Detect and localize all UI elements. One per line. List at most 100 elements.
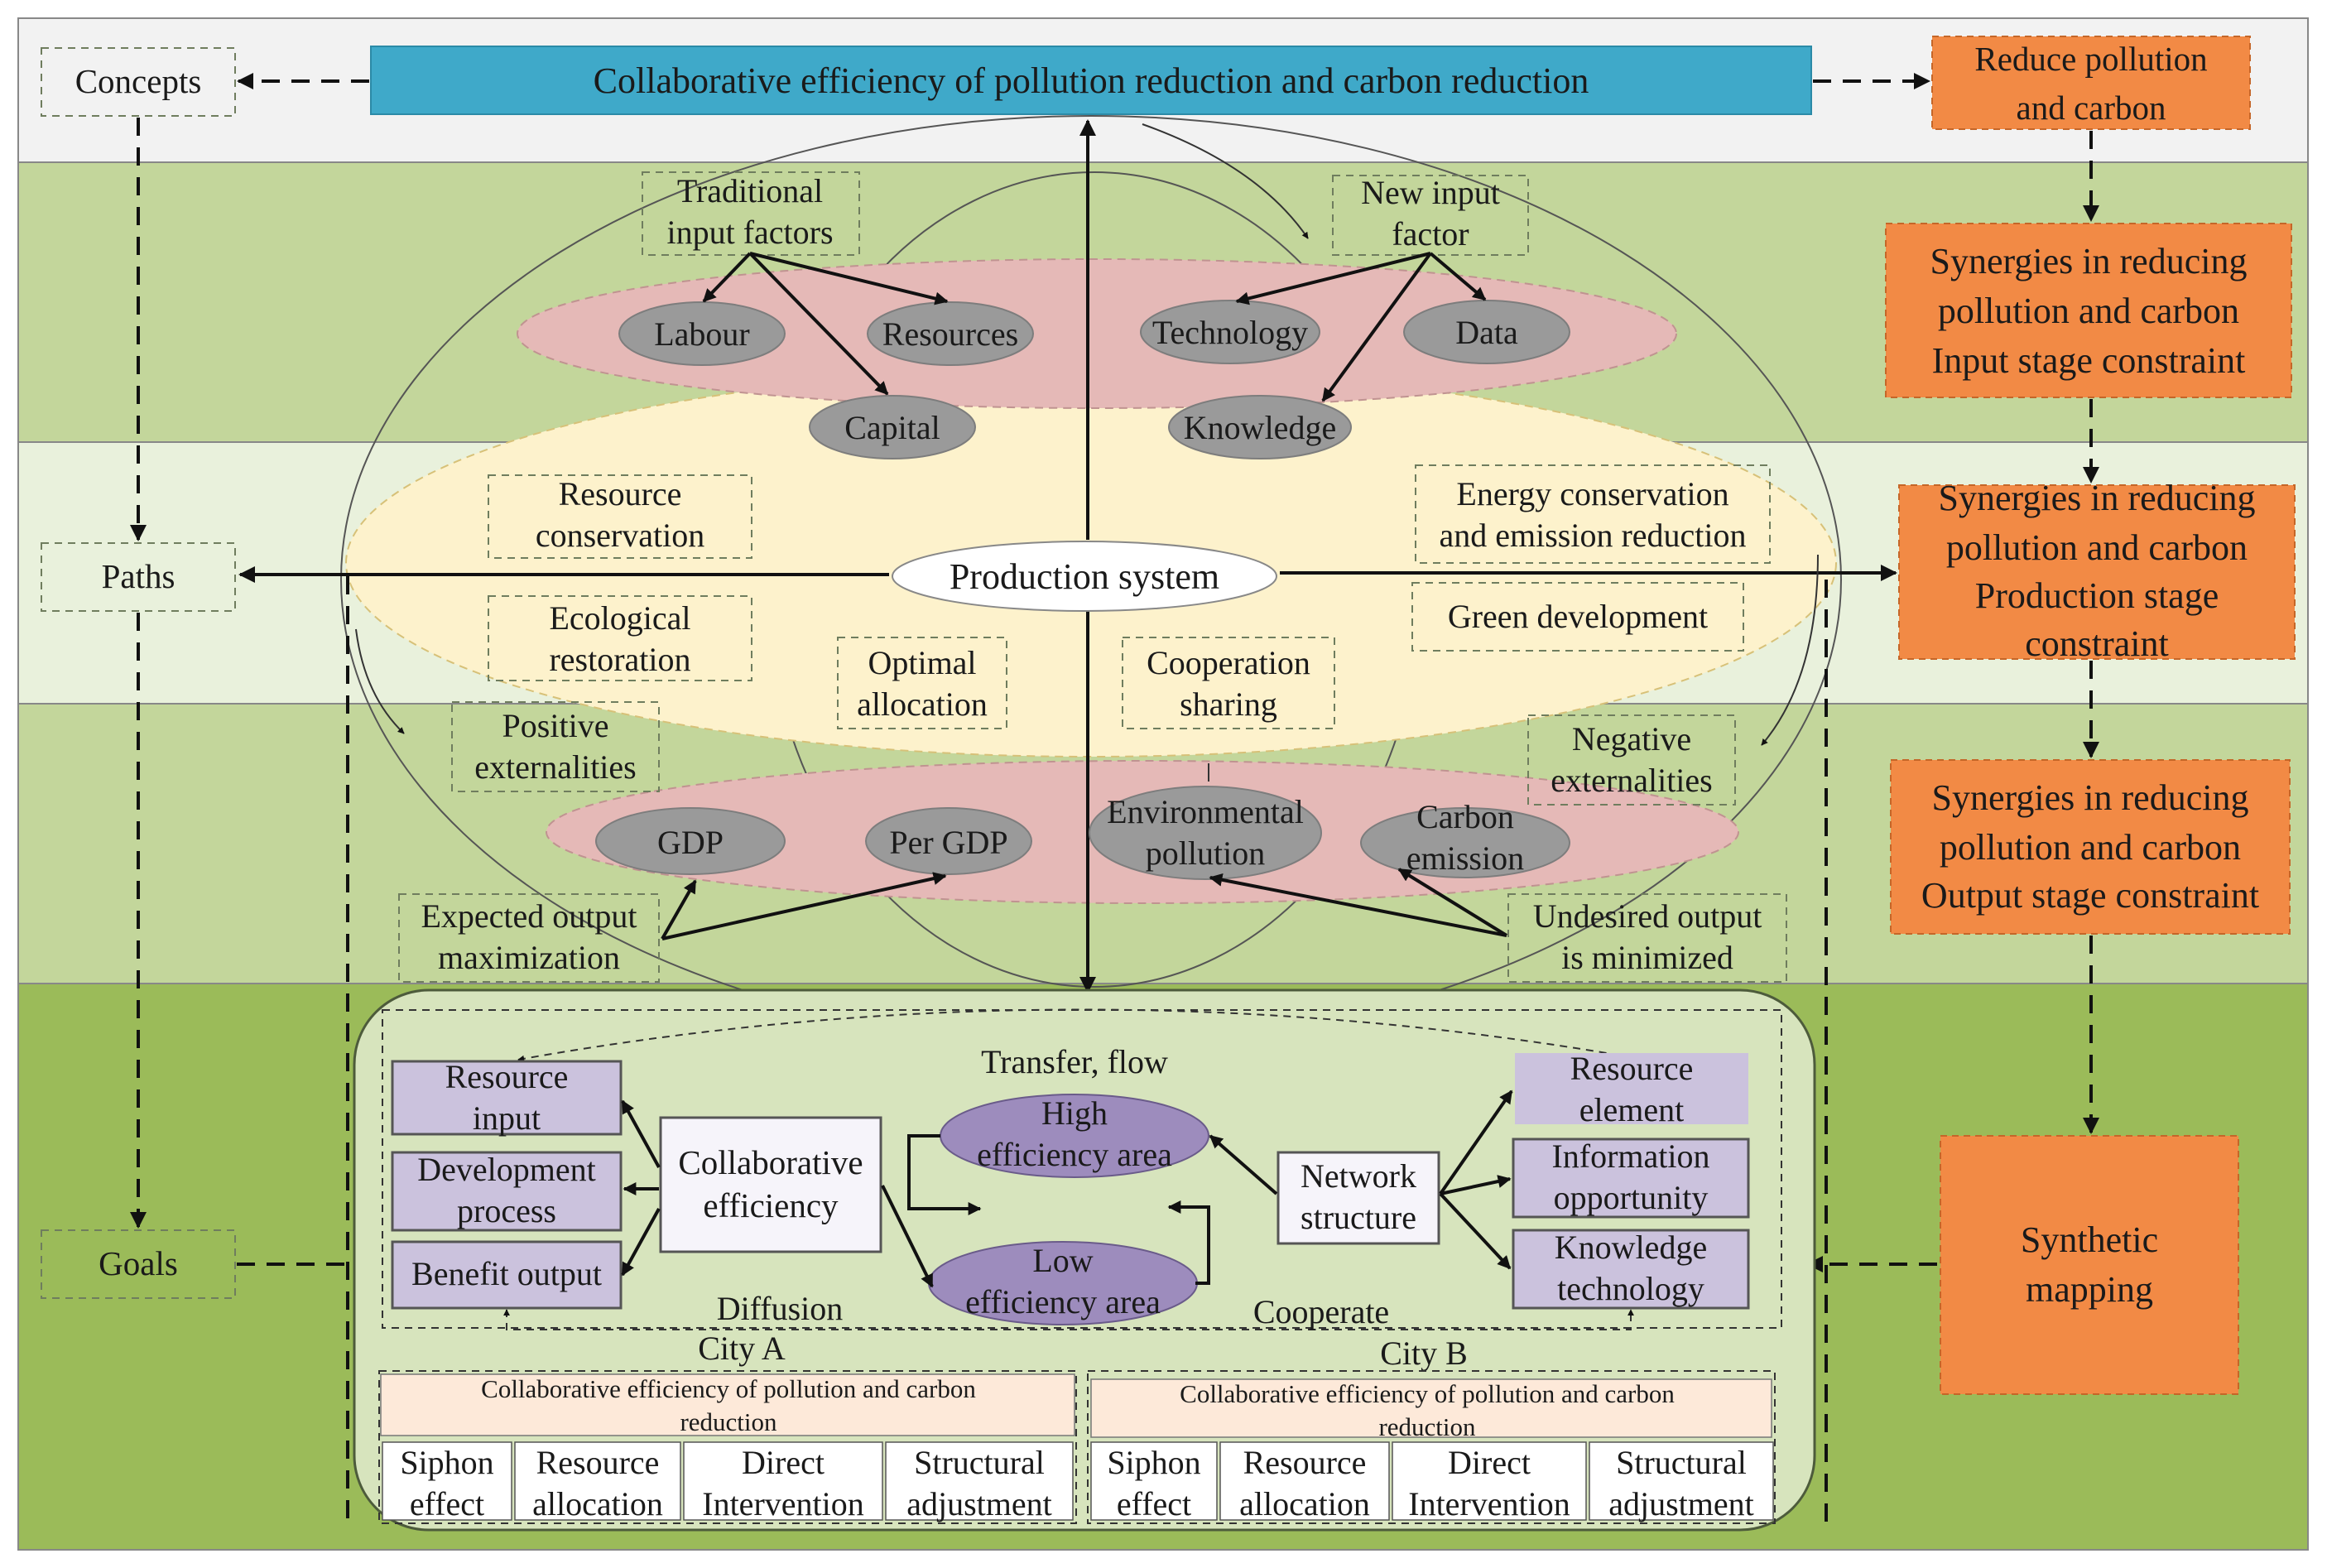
diffusion-cooperate-line [503,1309,1634,1330]
new-to-knowledge-arrow [1321,252,1432,402]
new-to-technology-arrow [1235,252,1431,305]
city-b-label: City B [1380,1335,1468,1372]
network-to-knowledge-arrow [1439,1192,1512,1270]
ecological-restoration-line-1: Ecological [549,599,690,637]
low-efficiency-line-2: efficiency area [965,1283,1161,1320]
data-label: Data [1455,314,1518,351]
energy-conservation-line-1: Energy conservation [1456,475,1728,512]
paths-box [41,542,236,612]
technology-ellipse [1140,300,1320,364]
ecological-restoration-line-2: restoration [549,641,690,678]
trad-to-capital-arrow [748,252,889,396]
optimal-allocation-line-1: Optimal [868,644,976,681]
city-a-label: City A [698,1330,786,1367]
collab-efficiency-box [659,1116,882,1253]
city-b-siphon-line-2: effect [1117,1485,1191,1522]
knowledge-technology-box [1512,1229,1750,1310]
knowledge-technology-line-2: technology [1557,1270,1704,1307]
technology-label: Technology [1152,314,1308,351]
input-stage-line-2: pollution and carbon [1938,291,2239,331]
city-a-cells: Siphon effect Resource allocation Direct… [382,1441,1074,1522]
city-a-siphon-line-1: Siphon [400,1444,493,1481]
city-a-resource-line-1: Resource [536,1444,660,1481]
traditional-line-2: input factors [666,214,833,251]
production-stage-box [1898,484,2296,660]
collab-efficiency-line-1: Collaborative [678,1143,863,1181]
energy-conservation-line-2: and emission reduction [1439,517,1746,554]
green-development-label: Green development [1448,598,1708,635]
low-efficiency-line-1: Low [1032,1242,1093,1279]
optimal-allocation-line-2: allocation [857,685,988,723]
city-b-direct-cell [1392,1441,1587,1521]
input-stage-box [1885,223,2292,398]
city-b-header [1090,1378,1772,1438]
knowledge-label: Knowledge [1184,409,1336,446]
optimal-allocation-box [837,637,1007,729]
resource-input-box [391,1060,623,1136]
production-stage-line-1: Synergies in reducing [1939,478,2256,518]
undesired-to-carbon-arrow [1397,868,1508,937]
labour-label: Labour [654,315,750,353]
positive-line-1: Positive [502,707,609,744]
network-to-resource-element-arrow [1439,1089,1513,1195]
trad-to-resources-arrow [749,252,949,305]
resource-conservation-line-2: conservation [536,517,704,554]
knowledge-ellipse [1168,395,1352,459]
gdp-label: GDP [657,824,724,861]
collab-to-benefit-arrow [621,1208,661,1277]
city-b-direct-line-1: Direct [1448,1444,1531,1481]
high-efficiency-line-1: High [1041,1094,1108,1132]
reduce-line-1: Reduce pollution [1974,40,2207,78]
capital-ellipse [809,395,976,459]
information-opportunity-line-2: opportunity [1554,1179,1709,1216]
cooperate-label: Cooperate [1253,1293,1389,1330]
high-efficiency-line-2: efficiency area [977,1136,1172,1173]
diffusion-label: Diffusion [717,1290,844,1327]
env-pollution-ellipse [1089,786,1322,880]
information-opportunity-box [1512,1138,1750,1219]
undesired-line-2: is minimized [1561,939,1733,976]
cooperation-sharing-box [1122,637,1335,729]
city-b-cells: Siphon effect Resource allocation Direct… [1090,1441,1774,1522]
city-b-siphon-cell [1090,1441,1218,1521]
city-b-structural-cell [1589,1441,1774,1521]
new-input-line-1: New input [1361,174,1500,211]
goals-label: Goals [99,1244,178,1282]
city-b-resource-line-1: Resource [1243,1444,1367,1481]
synthetic-line-1: Synthetic [2021,1219,2158,1260]
network-structure-line-2: structure [1301,1199,1416,1236]
city-a-container [378,1370,1077,1524]
network-structure-box [1276,1151,1440,1245]
data-ellipse [1403,300,1570,364]
city-b-structural-line-1: Structural [1616,1444,1747,1481]
negative-externalities-box [1527,714,1736,806]
production-system-ellipse [892,541,1277,612]
negative-line-2: externalities [1551,762,1712,799]
city-a-resource-cell [514,1441,681,1521]
production-stage-line-4: constraint [2025,623,2169,664]
env-pollution-line-1: Environmental [1107,793,1304,830]
network-to-high-arrow [1209,1134,1278,1195]
low-to-high-loop [1167,1200,1210,1285]
expected-to-pergdp-arrow [661,872,947,940]
new-input-line-2: factor [1392,215,1469,253]
carbon-emission-ellipse [1360,807,1570,878]
input-stage-line-1: Synergies in reducing [1930,241,2248,281]
title-text: Collaborative efficiency of pollution re… [594,60,1589,101]
collab-to-low-arrow [881,1185,934,1288]
trad-to-labour-arrow [702,252,752,303]
output-stage-line-1: Synergies in reducing [1932,777,2249,818]
carbon-emission-line-2: emission [1406,839,1524,877]
curve-arrow-right [1761,554,1819,746]
collab-efficiency-line-2: efficiency [703,1186,839,1224]
per-gdp-ellipse [865,807,1032,875]
green-development-box [1411,582,1744,652]
capital-label: Capital [844,409,940,446]
city-a-structural-line-1: Structural [914,1444,1045,1481]
resource-element-box [1515,1053,1748,1124]
development-process-box [391,1151,623,1232]
city-a-siphon-line-2: effect [410,1485,484,1522]
goals-box [41,1229,236,1299]
env-pollution-line-2: pollution [1146,835,1265,872]
